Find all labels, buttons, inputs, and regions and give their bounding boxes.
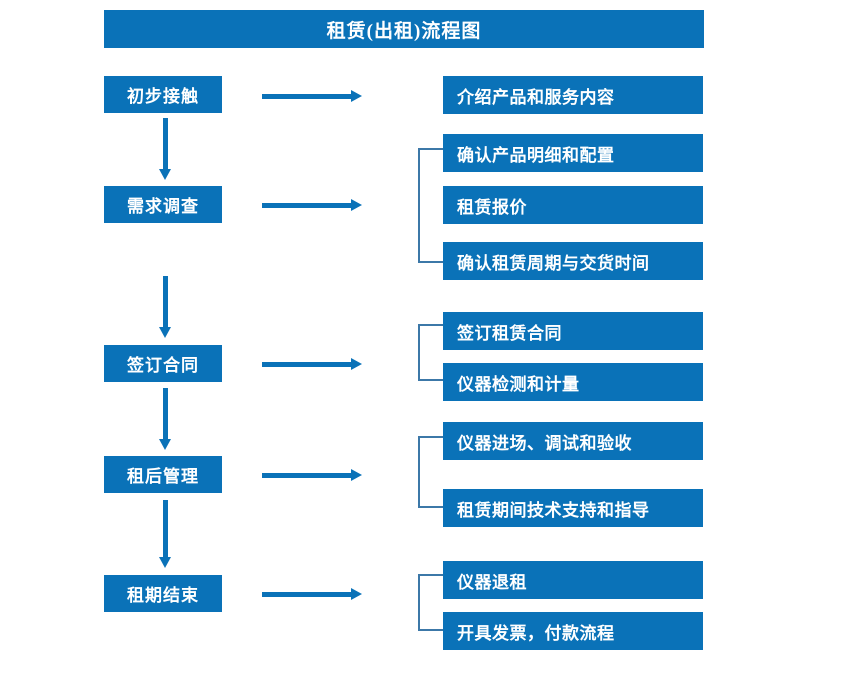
arrow-shaft <box>163 500 168 558</box>
detail-box[interactable]: 确认租赁周期与交货时间 <box>443 242 703 280</box>
stage-box[interactable]: 租期结束 <box>104 575 222 612</box>
arrow-survey-to-details <box>262 199 362 212</box>
arrow-head-icon <box>159 439 171 450</box>
stage-box[interactable]: 租后管理 <box>104 456 222 493</box>
arrow-shaft <box>262 592 352 597</box>
stage-box[interactable]: 初步接触 <box>104 76 222 113</box>
detail-box[interactable]: 开具发票，付款流程 <box>443 612 703 650</box>
arrow-shaft <box>163 388 168 440</box>
bracket-lease-end <box>418 574 443 631</box>
arrow-contact-to-intro <box>262 90 362 103</box>
detail-box[interactable]: 确认产品明细和配置 <box>443 134 703 172</box>
detail-box[interactable]: 仪器退租 <box>443 561 703 599</box>
arrow-survey-to-contract <box>159 276 172 338</box>
detail-box[interactable]: 介绍产品和服务内容 <box>443 76 703 114</box>
detail-box[interactable]: 租赁报价 <box>443 186 703 224</box>
arrow-head-icon <box>351 90 362 102</box>
detail-box[interactable]: 租赁期间技术支持和指导 <box>443 489 703 527</box>
detail-box[interactable]: 仪器检测和计量 <box>443 363 703 401</box>
detail-box[interactable]: 签订租赁合同 <box>443 312 703 350</box>
detail-box[interactable]: 仪器进场、调试和验收 <box>443 422 703 460</box>
page-title: 租赁(出租)流程图 <box>104 10 704 48</box>
arrow-shaft <box>163 276 168 328</box>
arrow-shaft <box>262 94 352 99</box>
arrow-head-icon <box>159 169 171 180</box>
bracket-post-rental <box>418 436 443 508</box>
arrow-shaft <box>262 473 352 478</box>
arrow-contract-to-postrental <box>159 388 172 450</box>
arrow-head-icon <box>351 358 362 370</box>
arrow-leaseend-to-items <box>262 588 362 601</box>
arrow-contract-to-details <box>262 358 362 371</box>
arrow-contact-to-survey <box>159 118 172 180</box>
arrow-head-icon <box>351 588 362 600</box>
arrow-head-icon <box>351 199 362 211</box>
arrow-shaft <box>163 118 168 170</box>
arrow-head-icon <box>351 469 362 481</box>
arrow-postrental-to-items <box>262 469 362 482</box>
arrow-head-icon <box>159 557 171 568</box>
arrow-shaft <box>262 203 352 208</box>
bracket-requirement-survey <box>418 148 443 263</box>
arrow-head-icon <box>159 327 171 338</box>
stage-box[interactable]: 需求调查 <box>104 186 222 223</box>
stage-box[interactable]: 签订合同 <box>104 345 222 382</box>
bracket-sign-contract <box>418 324 443 381</box>
arrow-shaft <box>262 362 352 367</box>
arrow-postrental-to-leaseend <box>159 500 172 568</box>
